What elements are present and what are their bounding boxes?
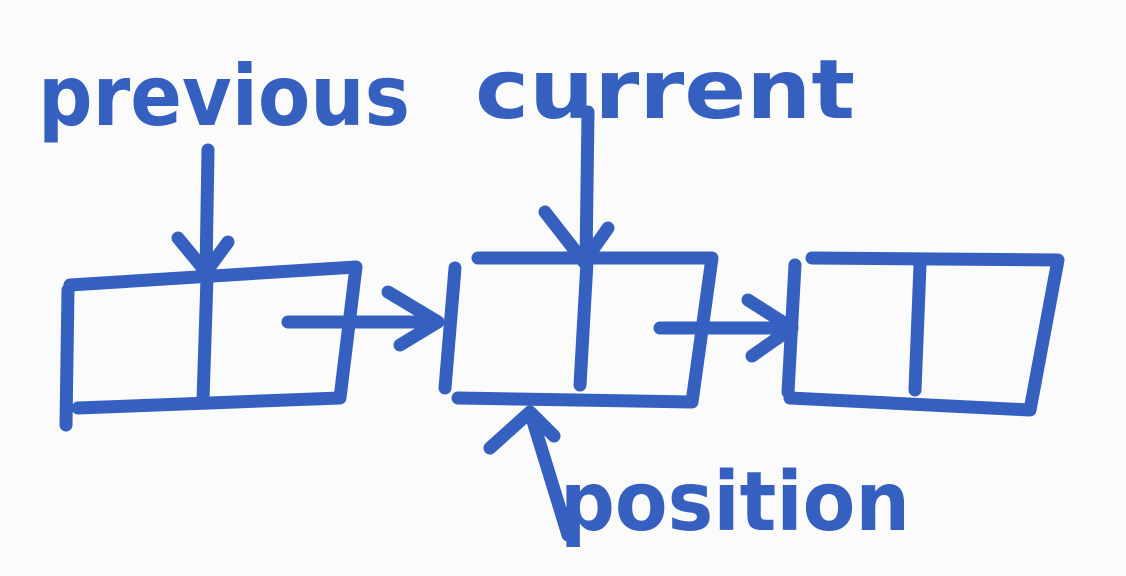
position-pointer-arrow [483, 405, 575, 542]
next-arrow-1-to-2 [281, 285, 445, 352]
node-1-divider [196, 271, 214, 407]
node-3-divider [908, 258, 927, 397]
node-3 [781, 251, 1065, 417]
label-position: position [560, 455, 910, 550]
node-2-divider [573, 255, 594, 392]
previous-pointer-arrow [171, 143, 235, 279]
label-previous: previous [38, 47, 410, 145]
current-pointer-arrow [538, 105, 615, 269]
next-arrow-2-to-3 [653, 293, 799, 363]
label-current: current [475, 43, 855, 138]
node-1 [59, 260, 363, 432]
